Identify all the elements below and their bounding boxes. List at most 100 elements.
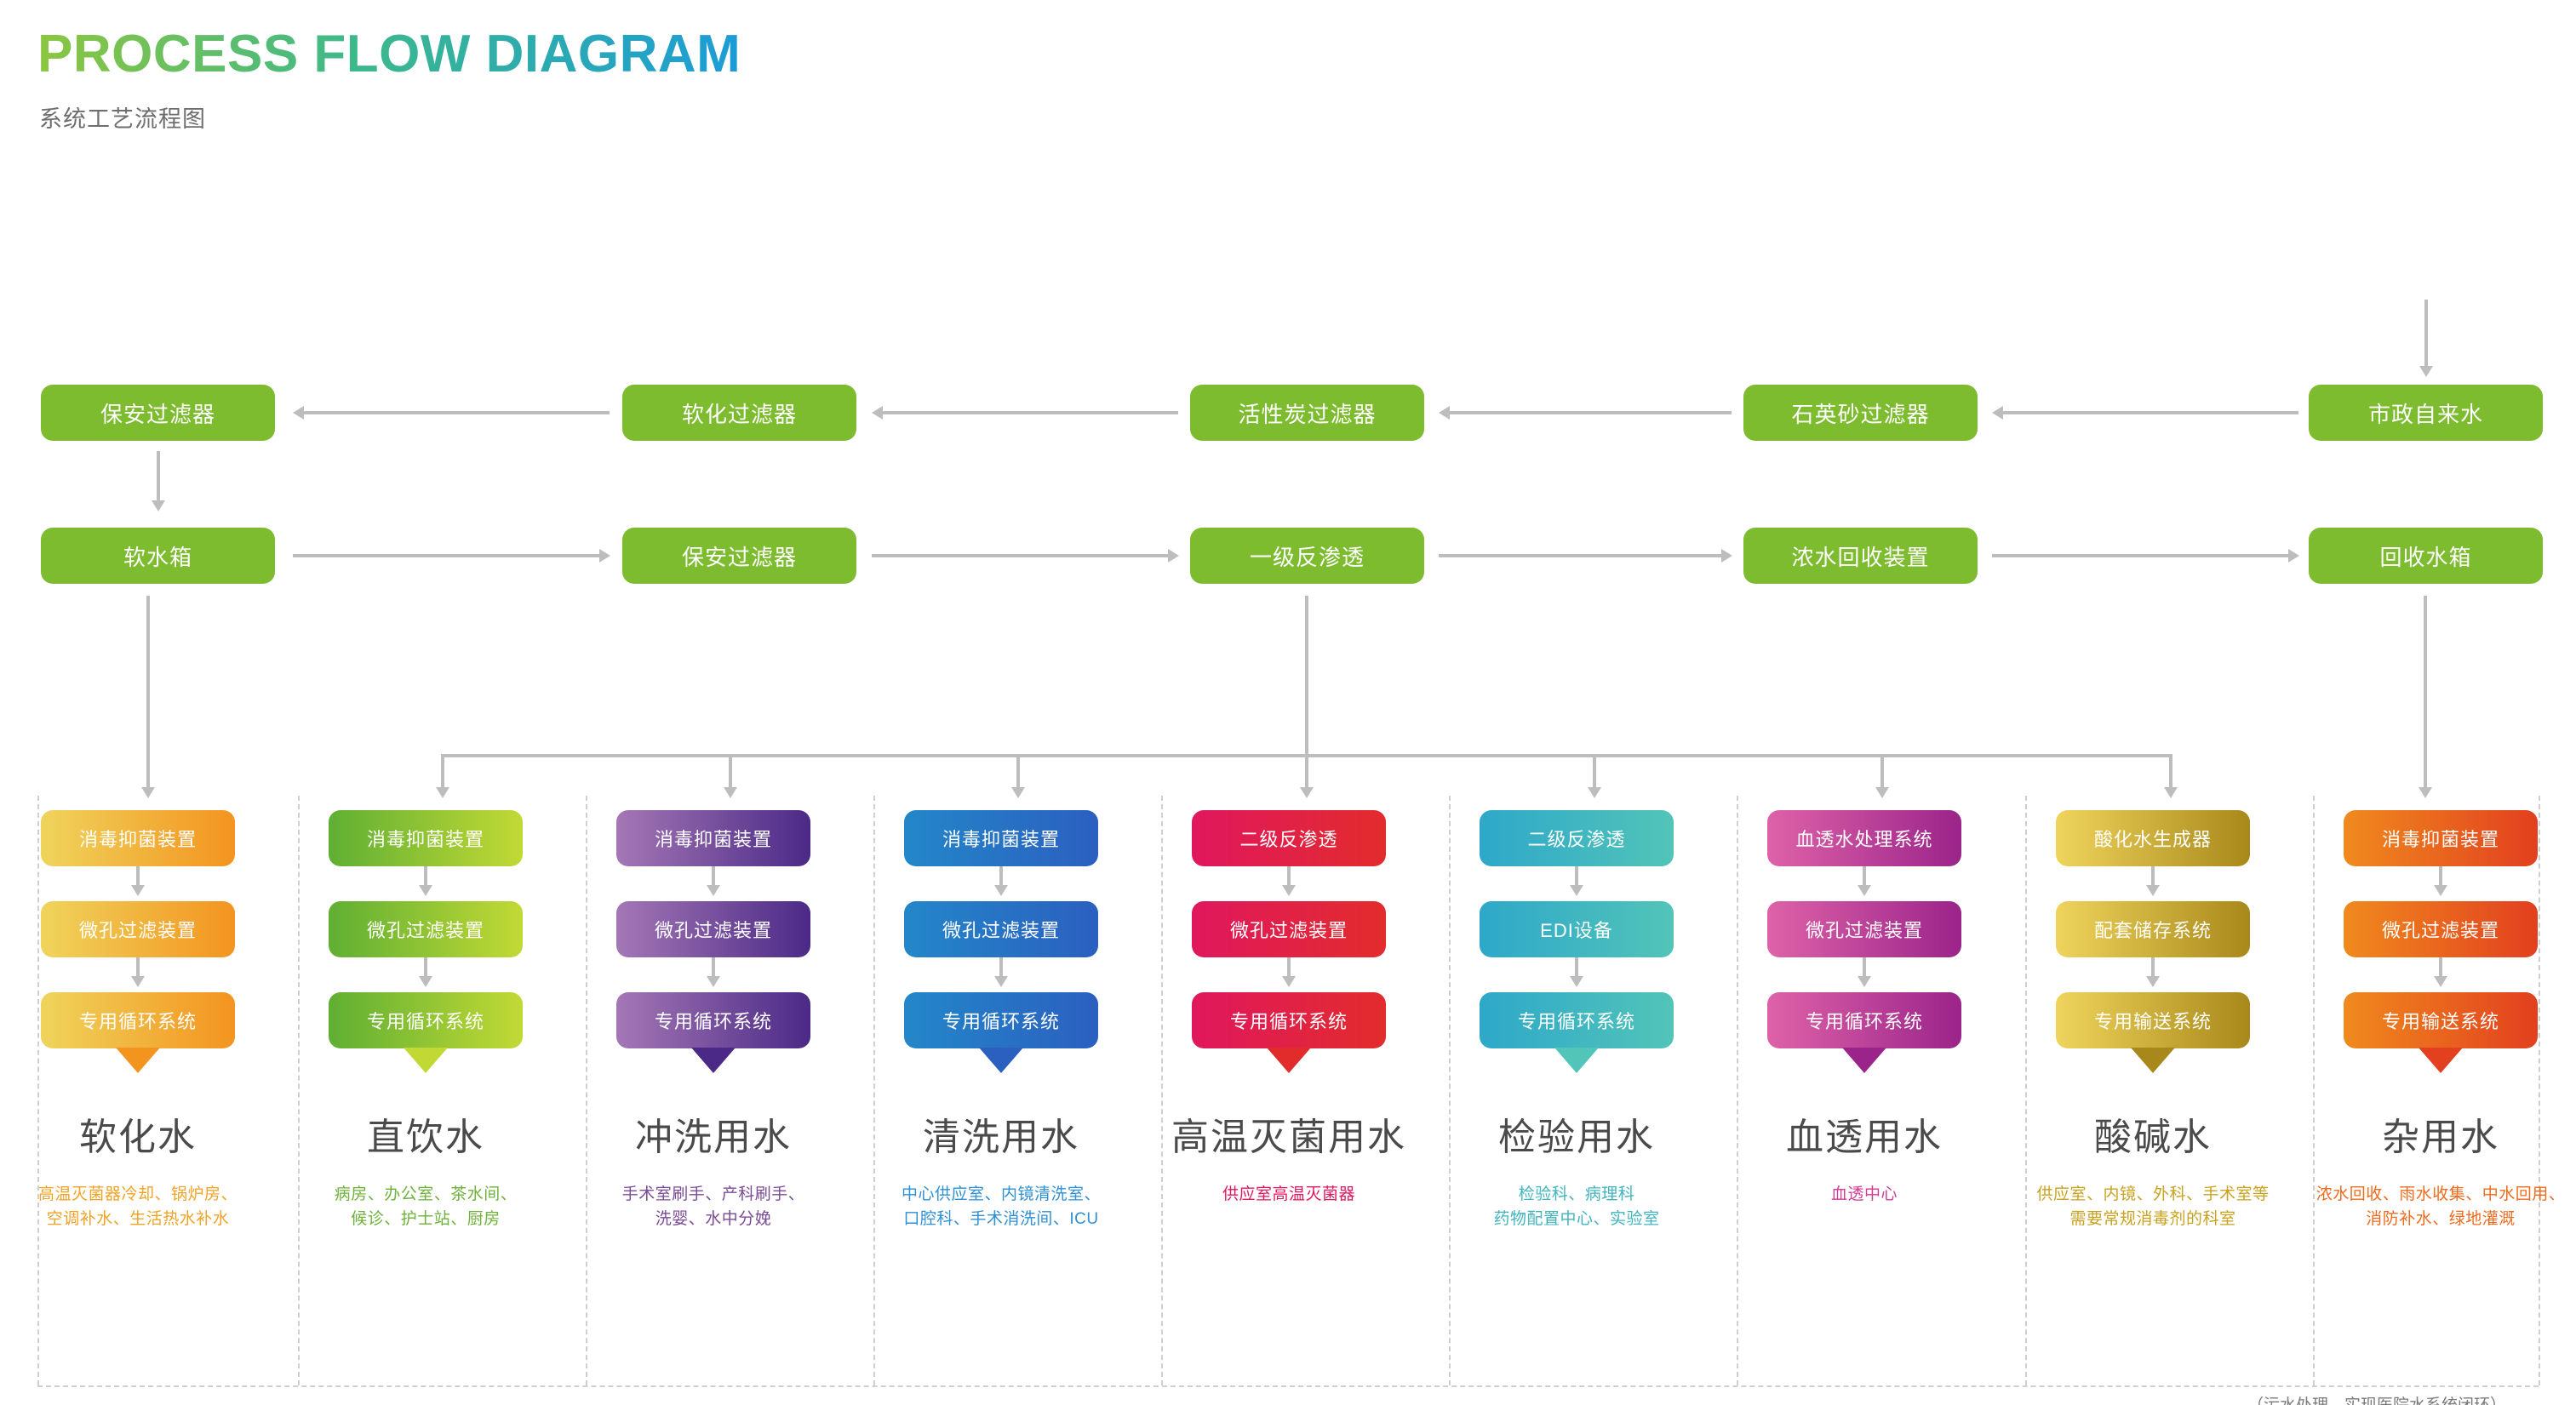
col-high-temp-sterilization-water-output-notch-icon: [1267, 1048, 1311, 1073]
col-flush-water-step-2[interactable]: 专用循环系统: [616, 992, 810, 1048]
col-laboratory-water-step-2[interactable]: 专用循环系统: [1480, 992, 1674, 1048]
pretreat-r1-box-3[interactable]: 石英砂过滤器: [1743, 385, 1978, 441]
branch-drop-col-9: [2424, 596, 2427, 791]
pretreat-r1-box-1[interactable]: 软化过滤器: [622, 385, 856, 441]
column-divider-3: [873, 796, 875, 1385]
col-acid-alkali-water-output-notch-icon: [2131, 1048, 2175, 1073]
col-acid-alkali-water-step-1[interactable]: 配套储存系统: [2056, 901, 2250, 957]
col-hemodialysis-water-output-notch-icon: [1842, 1048, 1886, 1073]
col-acid-alkali-water-description: 供应室、内镜、外科、手术室等需要常规消毒剂的科室: [2015, 1183, 2291, 1231]
col-acid-alkali-water-step-2[interactable]: 专用输送系统: [2056, 992, 2250, 1048]
col-miscellaneous-water-title: 杂用水: [2382, 1117, 2499, 1158]
col-acid-alkali-water-connector-0: [2151, 866, 2155, 888]
connector-r1-1-arrow-icon: [1439, 406, 1450, 420]
col-softened-water-description-line: 高温灭菌器冷却、锅炉房、: [37, 1185, 238, 1203]
col-high-temp-sterilization-water-step-0[interactable]: 二级反渗透: [1192, 810, 1386, 866]
connector-r2-2: [1439, 554, 1721, 557]
connector-r1-to-r2-left-arrow-icon: [152, 500, 165, 511]
col-miscellaneous-water-description-line: 消防补水、绿地灌溉: [2366, 1209, 2516, 1228]
col-acid-alkali-water-connector-1: [2151, 957, 2155, 980]
branch-drop-col-5: [1305, 754, 1308, 791]
col-high-temp-sterilization-water-connector-0: [1287, 866, 1291, 888]
col-softened-water-step-1[interactable]: 微孔过滤装置: [41, 901, 235, 957]
pretreat-r2-box-0[interactable]: 软水箱: [41, 528, 275, 584]
col-laboratory-water-description: 检验科、病理科药物配置中心、实验室: [1439, 1183, 1714, 1231]
col-direct-drinking-water-step-2[interactable]: 专用循环系统: [329, 992, 523, 1048]
col-hemodialysis-water-step-2[interactable]: 专用循环系统: [1767, 992, 1961, 1048]
col-direct-drinking-water-connector-0-arrow-icon: [419, 885, 432, 896]
col-high-temp-sterilization-water-step-1[interactable]: 微孔过滤装置: [1192, 901, 1386, 957]
column-divider-4: [1161, 796, 1163, 1385]
pretreat-r1-box-0[interactable]: 保安过滤器: [41, 385, 275, 441]
col-softened-water-connector-1: [136, 957, 140, 980]
col-cleaning-water-step-2[interactable]: 专用循环系统: [904, 992, 1098, 1048]
col-softened-water-step-2[interactable]: 专用循环系统: [41, 992, 235, 1048]
pretreat-r1-box-2[interactable]: 活性炭过滤器: [1190, 385, 1424, 441]
connector-r2-3: [1992, 554, 2288, 557]
col-miscellaneous-water-description: 浓水回收、雨水收集、中水回用、消防补水、绿地灌溉: [2303, 1183, 2576, 1231]
feed-arrow-icon: [2419, 366, 2433, 377]
branch-drop-col-8-arrow-icon: [2164, 787, 2178, 798]
col-miscellaneous-water-connector-0-arrow-icon: [2434, 885, 2447, 896]
col-direct-drinking-water-step-1[interactable]: 微孔过滤装置: [329, 901, 523, 957]
col-softened-water-step-0[interactable]: 消毒抑菌装置: [41, 810, 235, 866]
col-acid-alkali-water-connector-1-arrow-icon: [2146, 976, 2160, 987]
col-flush-water-step-1[interactable]: 微孔过滤装置: [616, 901, 810, 957]
col-miscellaneous-water-step-0[interactable]: 消毒抑菌装置: [2344, 810, 2538, 866]
col-direct-drinking-water-description: 病房、办公室、茶水间、候诊、护士站、厨房: [288, 1183, 564, 1231]
col-miscellaneous-water-step-2[interactable]: 专用输送系统: [2344, 992, 2538, 1048]
connector-r1-0-arrow-icon: [1992, 406, 2003, 420]
col-miscellaneous-water-connector-0: [2439, 866, 2442, 888]
pretreat-r1-box-4[interactable]: 市政自来水: [2309, 385, 2543, 441]
page-title: PROCESS FLOW DIAGRAM: [37, 25, 741, 83]
column-divider-0: [37, 796, 39, 1385]
branch-drop-col-1-arrow-icon: [141, 787, 155, 798]
branch-feeder: [1305, 596, 1308, 757]
col-hemodialysis-water-step-1[interactable]: 微孔过滤装置: [1767, 901, 1961, 957]
col-softened-water-connector-0-arrow-icon: [131, 885, 145, 896]
column-divider-2: [586, 796, 587, 1385]
col-flush-water-description-line: 手术室刷手、产科刷手、: [621, 1185, 805, 1203]
pretreat-r2-box-2[interactable]: 一级反渗透: [1190, 528, 1424, 584]
col-direct-drinking-water-title: 直饮水: [367, 1117, 484, 1158]
pretreat-r2-box-4[interactable]: 回收水箱: [2309, 528, 2543, 584]
col-cleaning-water-output-notch-icon: [979, 1048, 1023, 1073]
col-direct-drinking-water-step-0[interactable]: 消毒抑菌装置: [329, 810, 523, 866]
col-cleaning-water-step-1[interactable]: 微孔过滤装置: [904, 901, 1098, 957]
col-softened-water-connector-1-arrow-icon: [131, 976, 145, 987]
col-cleaning-water-connector-1: [999, 957, 1003, 980]
col-hemodialysis-water-description: 血透中心: [1726, 1183, 2002, 1208]
col-acid-alkali-water-title: 酸碱水: [2094, 1117, 2212, 1158]
col-laboratory-water-step-1[interactable]: EDI设备: [1480, 901, 1674, 957]
col-acid-alkali-water-step-0[interactable]: 酸化水生成器: [2056, 810, 2250, 866]
col-flush-water-step-0[interactable]: 消毒抑菌装置: [616, 810, 810, 866]
col-high-temp-sterilization-water-connector-1: [1287, 957, 1291, 980]
col-flush-water-description: 手术室刷手、产科刷手、洗婴、水中分娩: [575, 1183, 851, 1231]
col-laboratory-water-connector-1-arrow-icon: [1570, 976, 1583, 987]
column-divider-6: [1737, 796, 1738, 1385]
connector-r2-2-arrow-icon: [1721, 549, 1732, 563]
col-high-temp-sterilization-water-step-2[interactable]: 专用循环系统: [1192, 992, 1386, 1048]
col-laboratory-water-step-0[interactable]: 二级反渗透: [1480, 810, 1674, 866]
col-cleaning-water-connector-0-arrow-icon: [994, 885, 1008, 896]
col-laboratory-water-title: 检验用水: [1498, 1117, 1655, 1158]
col-direct-drinking-water-description-line: 病房、办公室、茶水间、: [334, 1185, 518, 1203]
col-hemodialysis-water-connector-1: [1863, 957, 1866, 980]
col-direct-drinking-water-connector-1-arrow-icon: [419, 976, 432, 987]
col-high-temp-sterilization-water-description-line: 供应室高温灭菌器: [1222, 1185, 1355, 1203]
footnote: （污水处理、实现医院水系统闭环）: [2247, 1392, 2506, 1405]
col-cleaning-water-step-0[interactable]: 消毒抑菌装置: [904, 810, 1098, 866]
branch-drop-col-7: [1880, 754, 1884, 791]
branch-drop-col-8: [2169, 754, 2172, 791]
branch-drop-col-5-arrow-icon: [1300, 787, 1314, 798]
pretreat-r2-box-3[interactable]: 浓水回收装置: [1743, 528, 1978, 584]
col-hemodialysis-water-step-0[interactable]: 血透水处理系统: [1767, 810, 1961, 866]
feed-line: [2424, 300, 2428, 369]
col-direct-drinking-water-connector-1: [424, 957, 427, 980]
connector-r2-1: [872, 554, 1168, 557]
pretreat-r2-box-1[interactable]: 保安过滤器: [622, 528, 856, 584]
col-high-temp-sterilization-water-connector-1-arrow-icon: [1282, 976, 1296, 987]
col-flush-water-title: 冲洗用水: [635, 1117, 792, 1158]
branch-drop-col-2-arrow-icon: [436, 787, 449, 798]
col-miscellaneous-water-step-1[interactable]: 微孔过滤装置: [2344, 901, 2538, 957]
